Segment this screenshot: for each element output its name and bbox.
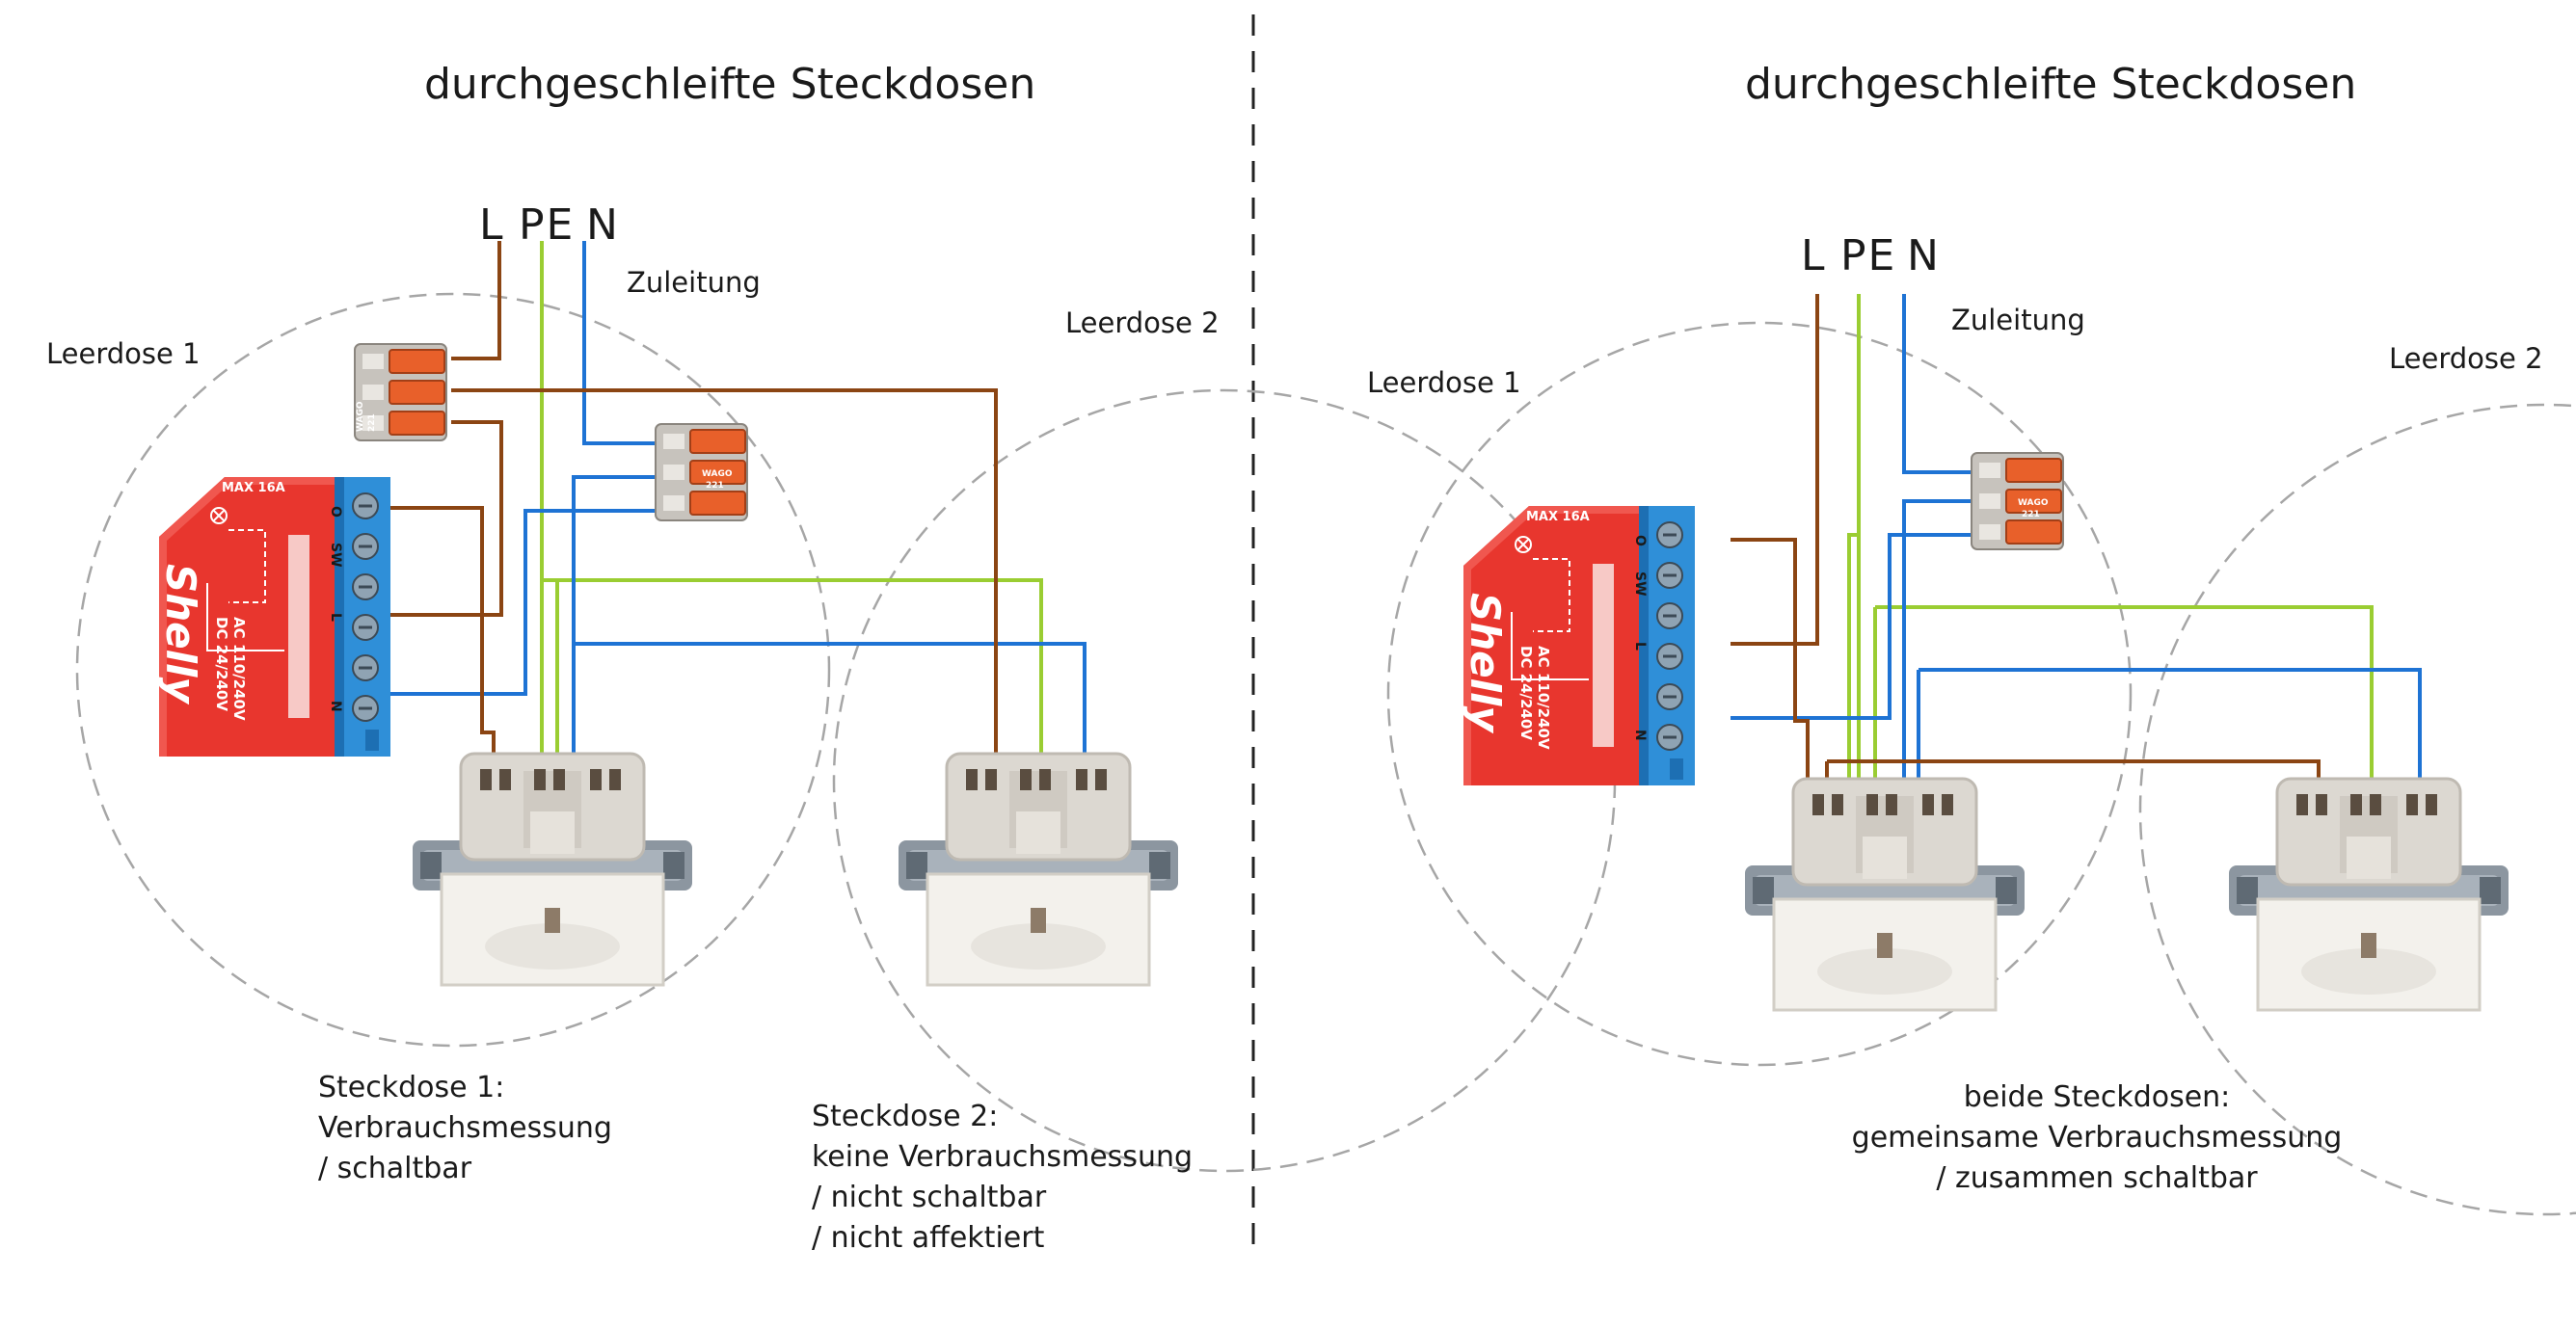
- terminal-l-right: L: [1632, 642, 1648, 651]
- wires-left: [390, 241, 1087, 761]
- shelly-brand-right: Shelly: [1462, 593, 1509, 733]
- wago-brand-2: WAGO: [702, 469, 733, 479]
- right-conductor-l: L: [1801, 231, 1827, 280]
- socket-outlet-right-2: [2227, 777, 2510, 1012]
- left-panel: [75, 241, 1617, 1173]
- left-conductor-n: N: [586, 200, 620, 250]
- wago-brand-right: WAGO: [2018, 498, 2049, 508]
- box1-outline-right: [1386, 321, 2133, 1067]
- right-feed-label: Zuleitung: [1951, 304, 2085, 336]
- left-feed-label: Zuleitung: [627, 266, 761, 299]
- shelly-dc-rating: DC 24/240V: [213, 617, 230, 711]
- left-conductor-pe: PE: [519, 200, 576, 250]
- caption-line: Verbrauchsmessung: [318, 1111, 612, 1145]
- left-box2-label: Leerdose 2: [1065, 306, 1220, 339]
- terminal-n-right: N: [1632, 730, 1648, 741]
- caption-line: Steckdose 1:: [318, 1071, 505, 1104]
- terminal-o: O: [328, 506, 343, 518]
- shelly-max-label-right: MAX 16A: [1526, 510, 1590, 524]
- left-conductor-l: L: [479, 200, 505, 250]
- caption-line: beide Steckdosen:: [1963, 1080, 2231, 1114]
- right-caption: beide Steckdosen: gemeinsame Verbrauchsm…: [1817, 1077, 2376, 1199]
- caption-line: / schaltbar: [318, 1152, 472, 1185]
- right-conductor-pe: PE: [1840, 231, 1897, 280]
- socket-outlet-2: [897, 752, 1180, 987]
- caption-line: keine Verbrauchsmessung: [812, 1140, 1194, 1174]
- caption-line: / nicht affektiert: [812, 1221, 1045, 1255]
- caption-line: gemeinsame Verbrauchsmessung: [1851, 1121, 2343, 1155]
- wago-model-right: 221: [2022, 510, 2040, 519]
- terminal-l: L: [328, 613, 343, 622]
- box1-outline: [75, 292, 831, 1048]
- wago-model: 221: [367, 413, 377, 432]
- wires-right: [1731, 294, 2422, 785]
- left-caption-socket2: Steckdose 2: keine Verbrauchsmessung / n…: [812, 1097, 1193, 1259]
- wago-brand: WAGO: [356, 401, 365, 432]
- terminal-n: N: [328, 701, 343, 712]
- shelly-ac-rating-right: AC 110/240V: [1535, 646, 1552, 750]
- shelly-dc-rating-right: DC 24/240V: [1517, 646, 1535, 740]
- left-title: durchgeschleifte Steckdosen: [424, 60, 1036, 109]
- wago-model-2: 221: [706, 481, 724, 491]
- terminal-o-right: O: [1632, 535, 1648, 546]
- left-caption-socket1: Steckdose 1: Verbrauchsmessung / schaltb…: [318, 1068, 612, 1189]
- right-conductor-n: N: [1907, 231, 1941, 280]
- caption-line: / zusammen schaltbar: [1936, 1161, 2258, 1195]
- right-panel: [1386, 294, 2576, 1216]
- shelly-ac-rating: AC 110/240V: [230, 617, 248, 721]
- socket-outlet-1: [411, 752, 694, 987]
- shelly-max-label: MAX 16A: [222, 481, 285, 495]
- terminal-sw: SW: [328, 543, 343, 568]
- right-title: durchgeschleifte Steckdosen: [1745, 60, 2357, 109]
- box2-outline-right: [2138, 403, 2576, 1216]
- socket-outlet-right-1: [1743, 777, 2026, 1012]
- left-box1-label: Leerdose 1: [46, 337, 201, 370]
- caption-line: Steckdose 2:: [812, 1100, 999, 1133]
- shelly-brand: Shelly: [157, 564, 204, 704]
- terminal-sw-right: SW: [1632, 571, 1648, 597]
- right-box2-label: Leerdose 2: [2389, 342, 2543, 375]
- caption-line: / nicht schaltbar: [812, 1181, 1047, 1214]
- right-box1-label: Leerdose 1: [1367, 366, 1521, 399]
